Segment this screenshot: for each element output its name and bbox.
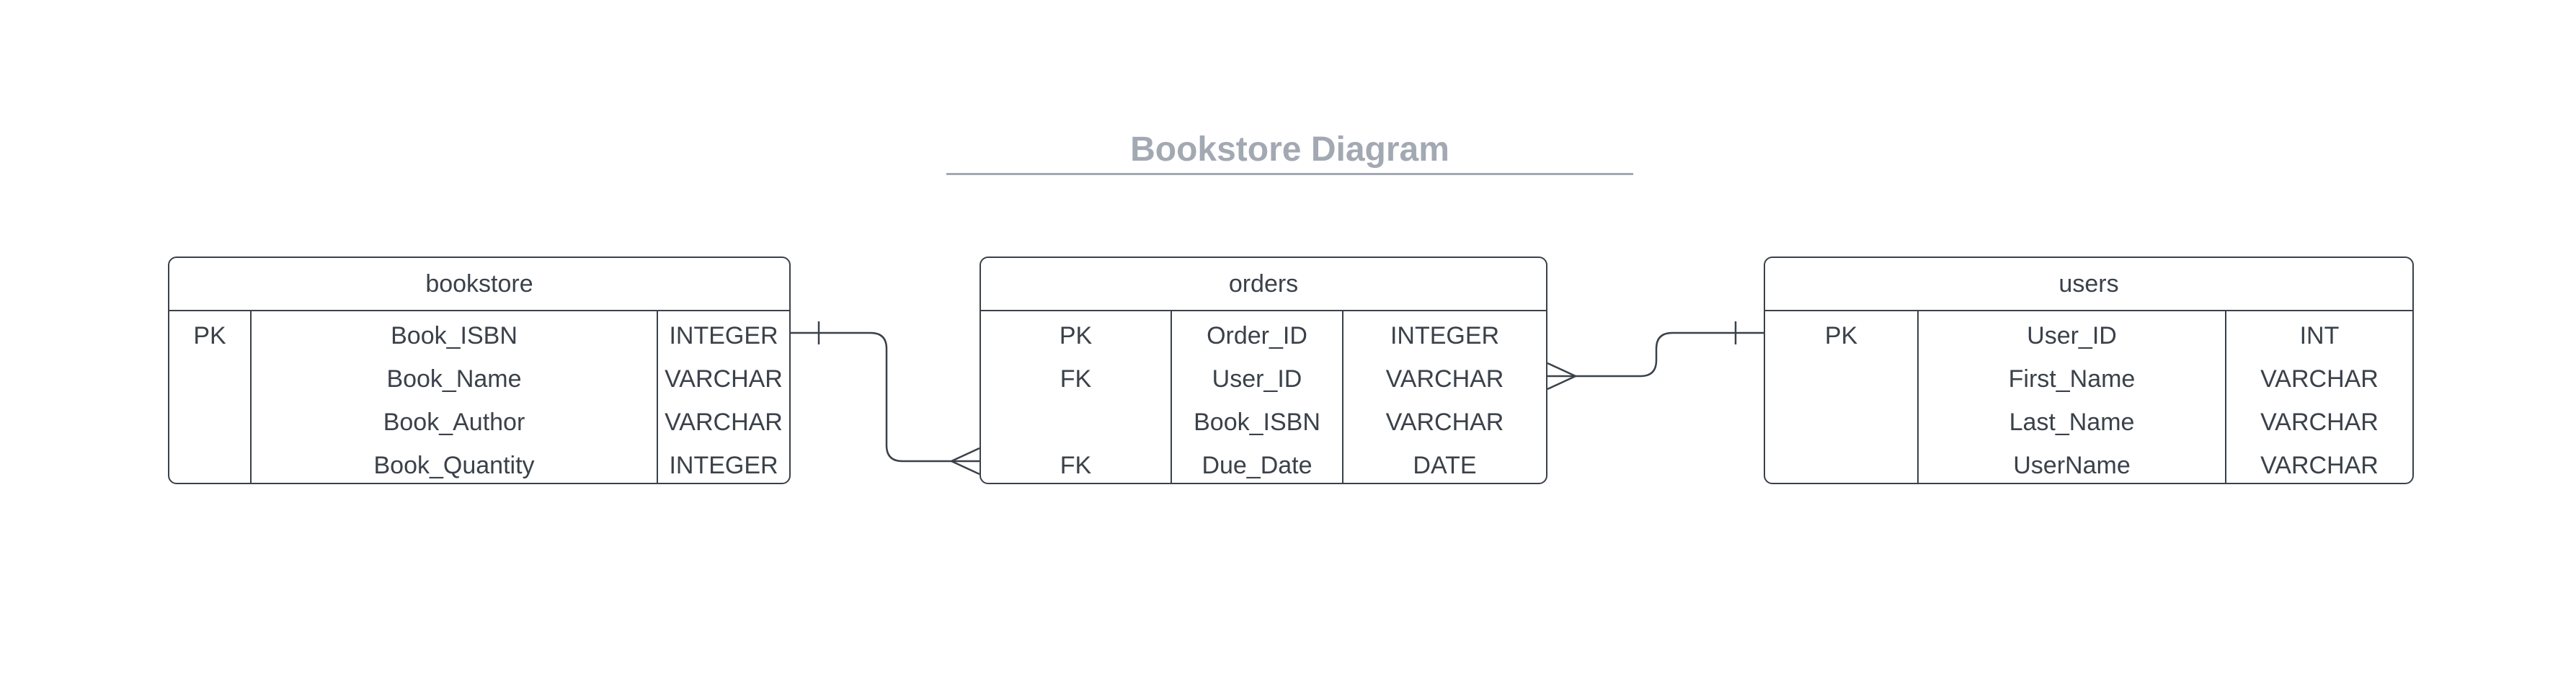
field-cell: UserName: [2013, 451, 2131, 479]
type-cell: VARCHAR: [665, 408, 783, 436]
type-cell: VARCHAR: [2260, 365, 2379, 393]
crows-foot-marker: [951, 447, 980, 476]
type-cell: VARCHAR: [2260, 451, 2379, 479]
key-cell: PK: [193, 321, 226, 349]
key-cell: [169, 444, 250, 483]
field-cell: First_Name: [2008, 365, 2136, 393]
type-column: INTEGER VARCHAR VARCHAR DATE: [1342, 311, 1546, 483]
field-cell: Book_Author: [383, 408, 525, 436]
key-column: PK FK FK: [981, 311, 1171, 483]
field-cell: User_ID: [2027, 321, 2117, 349]
field-cell: Book_ISBN: [1194, 408, 1320, 436]
entity-header-users: users: [1765, 258, 2412, 311]
crows-foot-marker: [1547, 362, 1576, 391]
type-cell: DATE: [1413, 451, 1477, 479]
key-cell: FK: [1060, 365, 1092, 393]
relationship-users-orders[interactable]: [1547, 321, 1764, 391]
key-cell: [169, 357, 250, 401]
entity-bookstore[interactable]: bookstore PK Book_ISBN Book_Name Book_Au…: [168, 257, 791, 484]
type-cell: VARCHAR: [1385, 408, 1504, 436]
field-column: User_ID First_Name Last_Name UserName: [1917, 311, 2225, 483]
key-column: PK: [169, 311, 250, 483]
field-column: Order_ID User_ID Book_ISBN Due_Date: [1171, 311, 1342, 483]
field-cell: Book_Name: [386, 365, 522, 393]
key-cell: PK: [1059, 321, 1093, 349]
key-cell: [981, 401, 1171, 444]
type-cell: VARCHAR: [2260, 408, 2379, 436]
entity-users[interactable]: users PK User_ID First_Name Last_Name Us…: [1764, 257, 2414, 484]
relationship-bookstore-orders[interactable]: [791, 321, 980, 476]
key-cell: FK: [1060, 451, 1092, 479]
type-cell: INTEGER: [1390, 321, 1500, 349]
type-cell: INTEGER: [669, 451, 778, 479]
title-underline: [946, 173, 1633, 175]
entity-header-bookstore: bookstore: [169, 258, 789, 311]
key-column: PK: [1765, 311, 1917, 483]
key-cell: PK: [1824, 321, 1858, 349]
field-column: Book_ISBN Book_Name Book_Author Book_Qua…: [250, 311, 657, 483]
field-cell: Book_ISBN: [391, 321, 518, 349]
field-cell: Order_ID: [1207, 321, 1307, 349]
type-cell: INTEGER: [669, 321, 778, 349]
type-cell: INT: [2299, 321, 2340, 349]
connector-line: [791, 331, 980, 463]
field-cell: User_ID: [1212, 365, 1302, 393]
key-cell: [1765, 357, 1917, 401]
field-cell: Due_Date: [1202, 451, 1313, 479]
key-cell: [1765, 401, 1917, 444]
diagram-title: Bookstore Diagram: [1130, 130, 1449, 169]
connector-line: [1547, 331, 1764, 378]
field-cell: Last_Name: [2009, 408, 2135, 436]
type-cell: VARCHAR: [1385, 365, 1504, 393]
key-cell: [169, 401, 250, 444]
key-cell: [1765, 444, 1917, 483]
entity-header-orders: orders: [981, 258, 1546, 311]
type-column: INT VARCHAR VARCHAR VARCHAR: [2225, 311, 2412, 483]
entity-orders[interactable]: orders PK FK FK Order_ID User_ID Book_IS…: [980, 257, 1547, 484]
field-cell: Book_Quantity: [373, 451, 535, 479]
type-cell: VARCHAR: [665, 365, 783, 393]
type-column: INTEGER VARCHAR VARCHAR INTEGER: [657, 311, 789, 483]
